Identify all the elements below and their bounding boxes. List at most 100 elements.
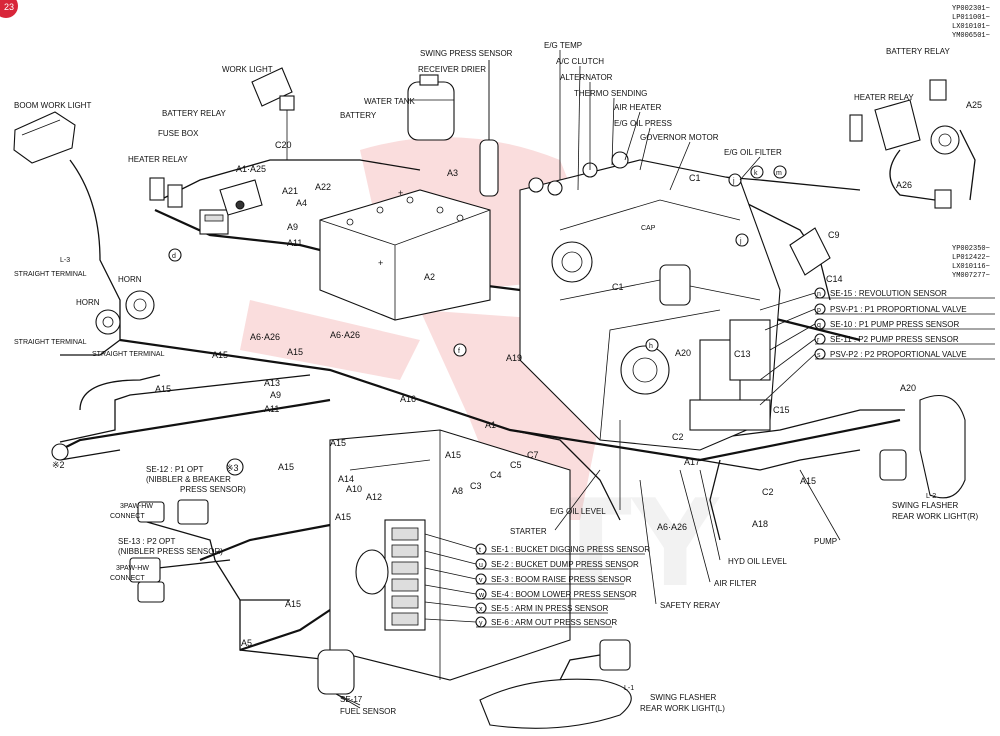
boom-work-light: [13, 111, 76, 164]
svg-text:A25: A25: [966, 100, 982, 110]
svg-text:A15: A15: [445, 450, 461, 460]
sensor-se5: SE-5 : ARM IN PRESS SENSOR: [491, 604, 609, 613]
svg-text:3PAW-HW: 3PAW-HW: [120, 503, 153, 510]
boom-work-light-label: BOOM WORK LIGHT: [14, 101, 91, 110]
water-tank: [407, 74, 455, 141]
battery: + +: [319, 188, 491, 321]
svg-text:A15: A15: [335, 512, 351, 522]
hyd-oil-level-label: HYD OIL LEVEL: [728, 557, 787, 566]
svg-text:+: +: [378, 258, 383, 268]
heater-relay-left: [149, 177, 183, 208]
svg-text:j: j: [732, 178, 735, 185]
svg-text:※2: ※2: [52, 460, 65, 470]
svg-text:d: d: [172, 253, 176, 260]
ac-clutch-label: A/C CLUTCH: [556, 57, 604, 66]
svg-text:A17: A17: [684, 457, 700, 467]
battery-relay-right-label: BATTERY RELAY: [886, 47, 951, 56]
sensor-psv-p2: PSV-P2 : P2 PROPORTIONAL VALVE: [830, 350, 967, 359]
svg-text:CONNECT: CONNECT: [110, 513, 145, 520]
svg-text:LX010116~: LX010116~: [952, 263, 990, 271]
heater-relay-left-label: HEATER RELAY: [128, 155, 188, 164]
svg-text:L-3: L-3: [60, 257, 70, 264]
svg-text:x: x: [479, 606, 483, 613]
svg-text:A8: A8: [452, 486, 463, 496]
svg-text:※3: ※3: [226, 463, 239, 473]
safety-reray-label: SAFETY RERAY: [660, 601, 721, 610]
work-light-label: WORK LIGHT: [222, 65, 273, 74]
page-badge: 23: [0, 0, 18, 18]
callout-markers: d f h j k m j: [51, 165, 787, 476]
svg-text:A1: A1: [485, 420, 496, 430]
svg-text:C9: C9: [828, 230, 840, 240]
fuel-sensor: [317, 549, 389, 706]
swing-flasher-left: [479, 639, 632, 729]
svg-text:j: j: [739, 238, 742, 245]
se12-label-2: (NIBBLER & BREAKER: [146, 475, 231, 484]
battery-relay-left: [219, 179, 263, 216]
svg-text:A15: A15: [278, 462, 294, 472]
svg-text:A6·A26: A6·A26: [330, 330, 360, 340]
svg-text:C15: C15: [773, 405, 790, 415]
se13-label-2: (NIBBLER PRESS SENSOR): [118, 547, 223, 556]
se12-label-1: SE-12 : P1 OPT: [146, 465, 203, 474]
sensor-valve-block: [384, 519, 426, 631]
svg-text:LP012422~: LP012422~: [952, 254, 990, 262]
svg-text:A11: A11: [287, 238, 302, 248]
svg-text:A1·A25: A1·A25: [236, 164, 266, 174]
svg-text:A9: A9: [270, 390, 281, 400]
heater-relay-right-label: HEATER RELAY: [854, 93, 914, 102]
svg-text:23: 23: [4, 2, 14, 12]
se13-connector: [129, 557, 165, 603]
sensor-list-right: n SE-15 : REVOLUTION SENSOR p PSV-P1 : P…: [759, 287, 995, 406]
thermo-sending-label: THERMO SENDING: [574, 89, 647, 98]
svg-text:u: u: [479, 562, 483, 569]
sensor-se15: SE-15 : REVOLUTION SENSOR: [830, 289, 947, 298]
horn-label-b: HORN: [76, 298, 100, 307]
svg-text:A2: A2: [424, 272, 435, 282]
air-filter-label: AIR FILTER: [714, 579, 757, 588]
governor-motor-label: GOVERNOR MOTOR: [640, 133, 719, 142]
svg-text:v: v: [479, 577, 483, 584]
swing-flasher-right-label-2: REAR WORK LIGHT(R): [892, 512, 979, 521]
sensor-list-bottom: t SE-1 : BUCKET DIGGING PRESS SENSOR u S…: [424, 533, 650, 628]
battery-label: BATTERY: [340, 111, 377, 120]
callout-codes: A15 A15 A15 A15 A15 A15 A15 A15 A15 A6·A…: [52, 100, 982, 648]
svg-text:CAP: CAP: [641, 225, 656, 232]
fuse-box: [199, 209, 229, 235]
svg-text:C14: C14: [826, 274, 843, 284]
svg-text:C2: C2: [672, 432, 684, 442]
svg-text:A20: A20: [900, 383, 916, 393]
svg-text:A19: A19: [506, 353, 522, 363]
svg-text:+: +: [398, 188, 403, 198]
svg-text:3PAW-HW: 3PAW-HW: [116, 565, 149, 572]
main-harness: [59, 159, 905, 661]
eg-oil-press-label: E/G OIL PRESS: [614, 119, 672, 128]
svg-text:A13: A13: [264, 378, 280, 388]
se12-label-3: PRESS SENSOR): [180, 485, 246, 494]
svg-text:LP011001~: LP011001~: [952, 14, 990, 22]
svg-text:A6·A26: A6·A26: [250, 332, 280, 342]
air-heater-label: AIR HEATER: [614, 103, 662, 112]
svg-text:STRAIGHT TERMINAL: STRAIGHT TERMINAL: [14, 271, 87, 278]
se17-label: SE-17: [340, 695, 363, 704]
swing-flasher-right: [879, 395, 966, 499]
svg-text:A26: A26: [896, 180, 912, 190]
svg-text:C2: C2: [762, 487, 774, 497]
svg-text:C1: C1: [612, 282, 624, 292]
sensor-se1: SE-1 : BUCKET DIGGING PRESS SENSOR: [491, 545, 650, 554]
svg-text:m: m: [776, 170, 782, 177]
leader-lines: [335, 50, 841, 709]
starter-label: STARTER: [510, 527, 547, 536]
serials-top: YP002301~ LP011001~ LX010101~ YM006501~: [952, 5, 990, 40]
svg-text:A14: A14: [338, 474, 354, 484]
svg-text:YM006501~: YM006501~: [952, 32, 990, 40]
svg-text:L-1: L-1: [624, 685, 634, 692]
svg-text:YP002301~: YP002301~: [952, 5, 990, 13]
swing-flasher-left-label-2: REAR WORK LIGHT(L): [640, 704, 725, 713]
battery-relay-right: [849, 79, 976, 209]
eg-oil-filter-label: E/G OIL FILTER: [724, 148, 782, 157]
swing-press-sensor-label: SWING PRESS SENSOR: [420, 49, 513, 58]
battery-relay-left-label: BATTERY RELAY: [162, 109, 227, 118]
svg-text:A20: A20: [675, 348, 691, 358]
